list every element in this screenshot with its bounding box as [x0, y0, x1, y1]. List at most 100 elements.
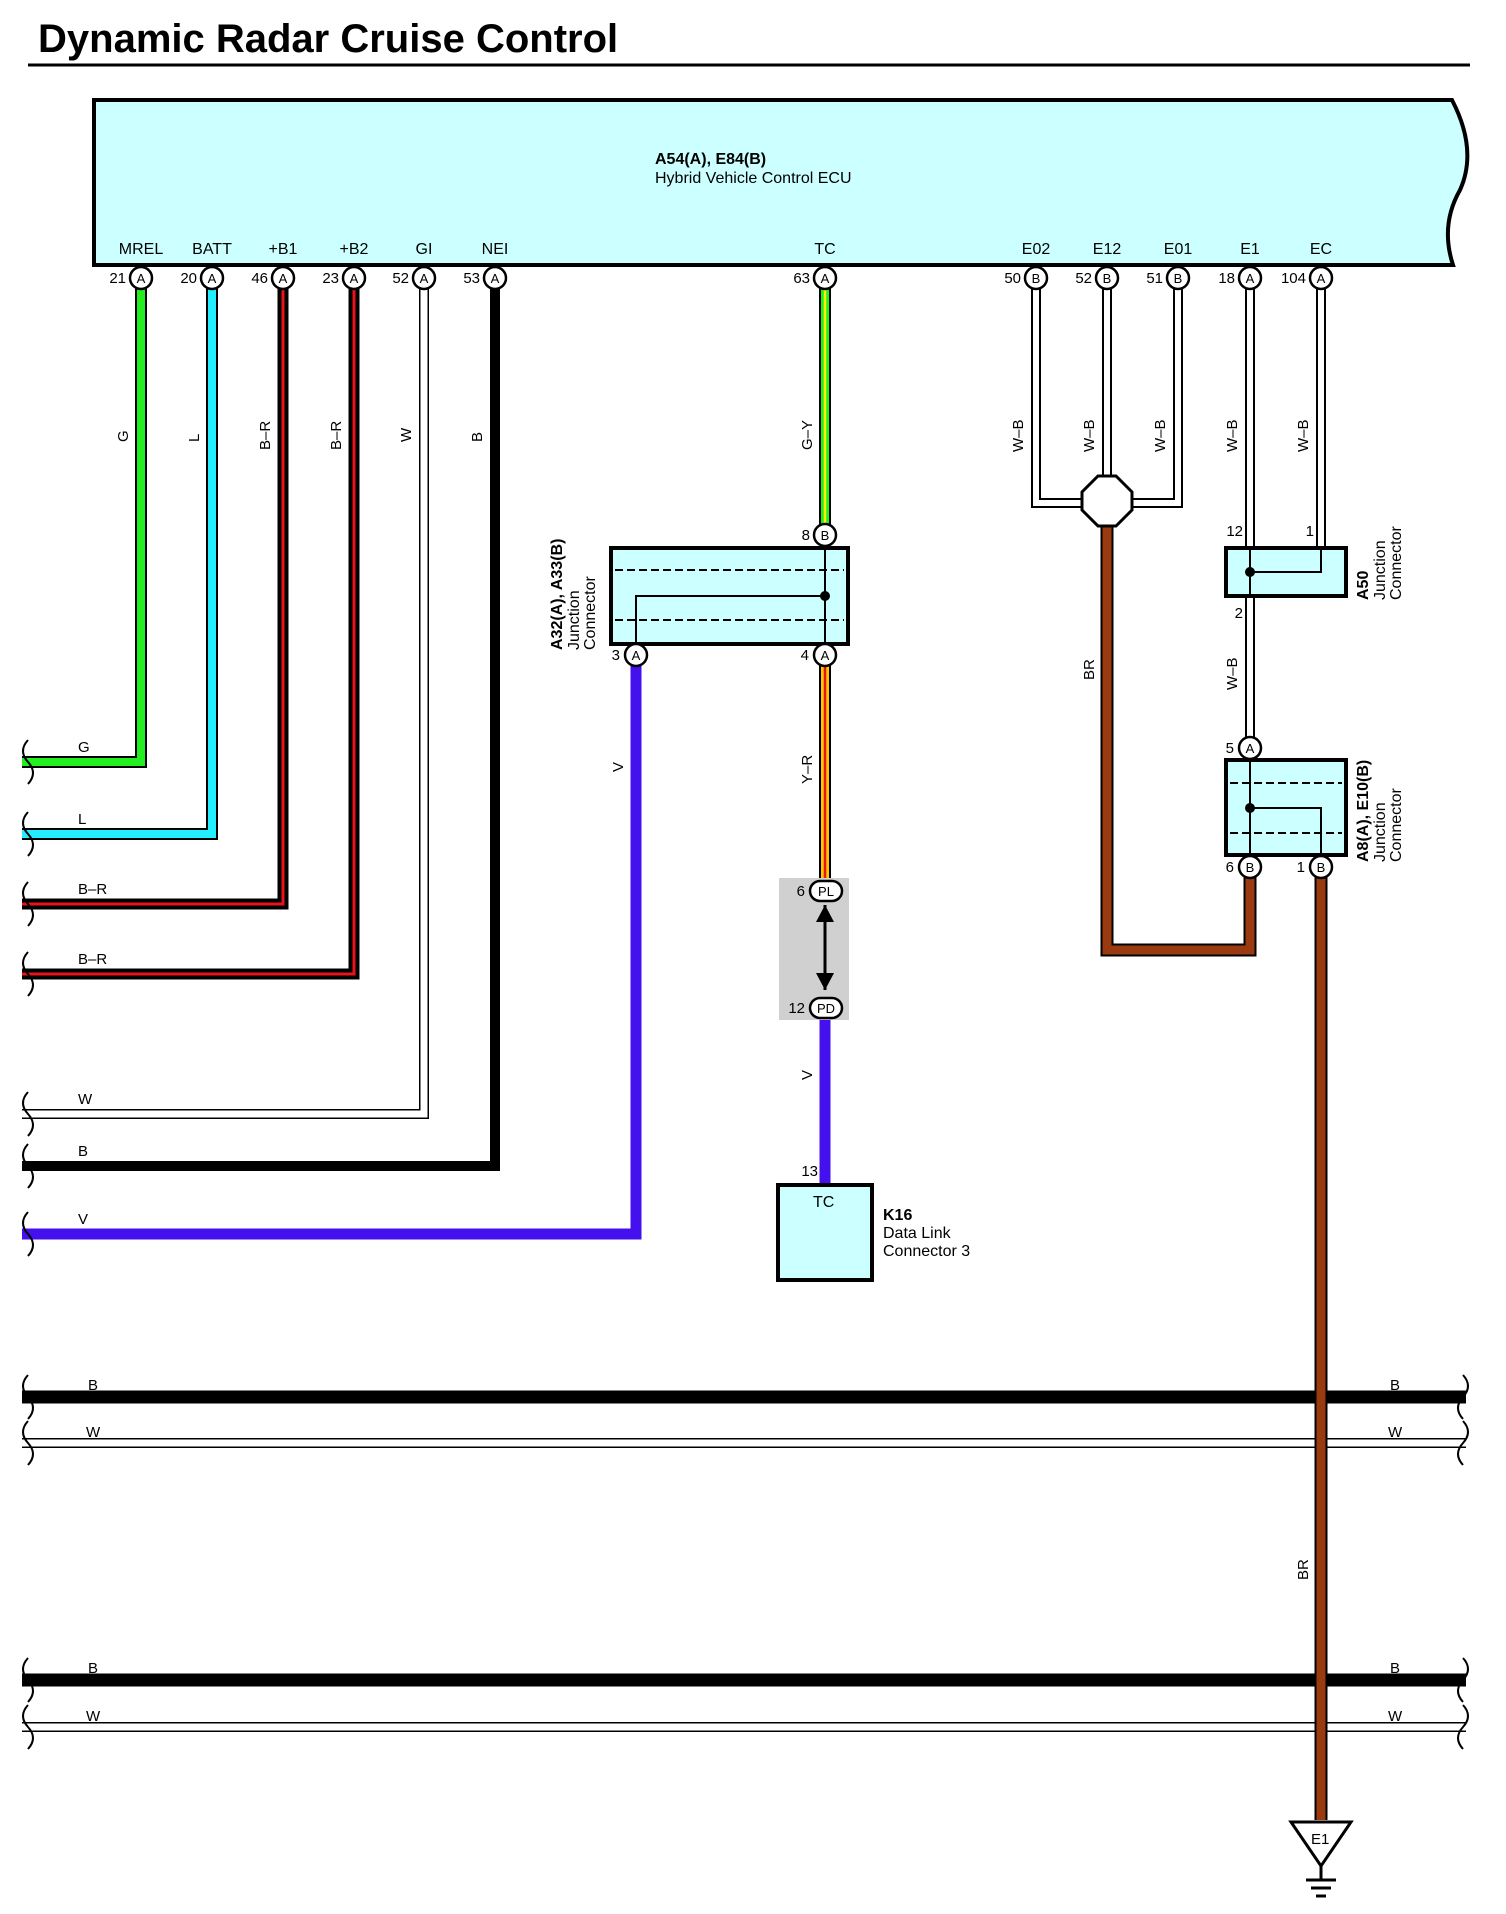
terminal-pin-number: 23	[322, 270, 339, 287]
terminal-name: EC	[1310, 241, 1332, 258]
a8-desc1: Junction	[1372, 802, 1389, 862]
component-labels: A32(A), A33(B) Junction Connector A50 Ju…	[549, 526, 1405, 1260]
svg-text:G: G	[115, 430, 132, 442]
ecu-terminal-tc: TC A 63	[793, 241, 838, 291]
terminal-name: MREL	[119, 241, 164, 258]
dlc-terminal: TC	[813, 1194, 834, 1211]
terminal-conn: A	[350, 271, 359, 286]
svg-text:W: W	[86, 1708, 101, 1725]
pin-pl: PL	[808, 879, 844, 903]
left-exit-label: L	[78, 811, 86, 828]
terminal-pin	[128, 265, 154, 291]
svg-text:B: B	[88, 1660, 98, 1677]
svg-text:4: 4	[801, 647, 809, 664]
terminal-name: +B1	[269, 241, 298, 258]
svg-text:12: 12	[788, 1000, 805, 1017]
dlc-box	[776, 1183, 874, 1282]
svg-text:B–R: B–R	[257, 421, 274, 450]
terminal-conn: A	[1246, 271, 1255, 286]
wire-jc-out	[22, 655, 642, 1240]
terminal-name: E01	[1164, 241, 1193, 258]
svg-text:V: V	[610, 762, 627, 772]
terminal-pin-number: 63	[793, 270, 810, 287]
dlc-name2: Connector 3	[883, 1243, 970, 1260]
terminal-pin-number: 18	[1218, 270, 1235, 287]
svg-text:A: A	[1246, 741, 1255, 756]
pin-a32-in: B	[812, 522, 838, 548]
svg-text:A: A	[632, 648, 641, 663]
left-exit-label: W	[78, 1091, 93, 1108]
wires	[22, 278, 1469, 1820]
pin-a32-out2: A	[812, 642, 838, 668]
terminal-pin	[411, 265, 437, 291]
terminal-conn: A	[420, 271, 429, 286]
svg-text:Y–R: Y–R	[799, 755, 816, 784]
junction-connector-a8	[1224, 758, 1348, 857]
terminal-pin-number: 21	[109, 270, 126, 287]
svg-text:B–R: B–R	[328, 421, 345, 450]
terminal-pin-number: 52	[1075, 270, 1092, 287]
svg-text:W: W	[1388, 1424, 1403, 1441]
junction-connector-a50	[1224, 546, 1348, 598]
terminal-name: TC	[814, 241, 835, 258]
terminal-pin-number: 53	[463, 270, 480, 287]
wire-gi	[22, 278, 429, 1119]
svg-text:W–B: W–B	[1152, 419, 1169, 452]
a32-desc1: Junction	[566, 590, 583, 650]
ecu-name: Hybrid Vehicle Control ECU	[655, 170, 852, 187]
a32-title: A32(A), A33(B)	[549, 539, 566, 650]
dlc-name1: Data Link	[883, 1225, 952, 1242]
svg-text:W–B: W–B	[1295, 419, 1312, 452]
terminal-pin-number: 20	[180, 270, 197, 287]
wire-b1	[22, 278, 289, 910]
svg-text:8: 8	[802, 527, 810, 544]
ground-label: E1	[1311, 1831, 1329, 1848]
svg-text:W: W	[86, 1424, 101, 1441]
wire-e1-ec	[1245, 278, 1326, 742]
ecu-terminal-e1: E1A 18	[1218, 241, 1263, 291]
terminal-pin	[341, 265, 367, 291]
terminal-pin	[1237, 265, 1263, 291]
left-exit-label: G	[78, 739, 90, 756]
break-marks	[22, 739, 1469, 1750]
terminal-pin-number: 52	[392, 270, 409, 287]
left-exit-label: B–R	[78, 881, 107, 898]
terminal-pin	[199, 265, 225, 291]
wire-mrel	[22, 278, 147, 768]
svg-text:L: L	[186, 434, 203, 442]
terminal-pin	[1023, 265, 1049, 291]
terminal-pin-number: 46	[251, 270, 268, 287]
terminal-pin	[270, 265, 296, 291]
svg-text:W: W	[398, 427, 415, 442]
terminal-conn: B	[1032, 271, 1041, 286]
left-exit-label: V	[78, 1211, 88, 1228]
a32-desc2: Connector	[582, 576, 599, 650]
svg-text:W–B: W–B	[1081, 419, 1098, 452]
terminal-conn: A	[491, 271, 500, 286]
terminal-pin	[1165, 265, 1191, 291]
wire-labels: G L B–R B–R W B G–Y Y–R V V W–B W–B W–B …	[115, 419, 1312, 1580]
terminal-pin-number: 50	[1004, 270, 1021, 287]
ecu-code: A54(A), E84(B)	[655, 151, 766, 168]
svg-text:B: B	[1390, 1377, 1400, 1394]
pin-a8-r: B	[1308, 854, 1334, 880]
terminal-conn: A	[821, 271, 830, 286]
svg-text:13: 13	[801, 1163, 818, 1180]
terminal-conn: A	[279, 271, 288, 286]
ecu-terminal-b1: +B1A 46	[251, 241, 298, 291]
svg-text:B: B	[1390, 1660, 1400, 1677]
terminal-name: BATT	[192, 241, 232, 258]
terminal-pin	[812, 265, 838, 291]
terminal-name: E1	[1240, 241, 1260, 258]
terminal-pin-number: 51	[1146, 270, 1163, 287]
ecu-terminals: MRELA21BATTA20+B1A46+B2A23GIA52NEIA53TCA…	[109, 241, 1334, 291]
terminal-pin-number: 104	[1281, 270, 1306, 287]
terminal-name: +B2	[340, 241, 369, 258]
terminal-conn: B	[1174, 271, 1183, 286]
